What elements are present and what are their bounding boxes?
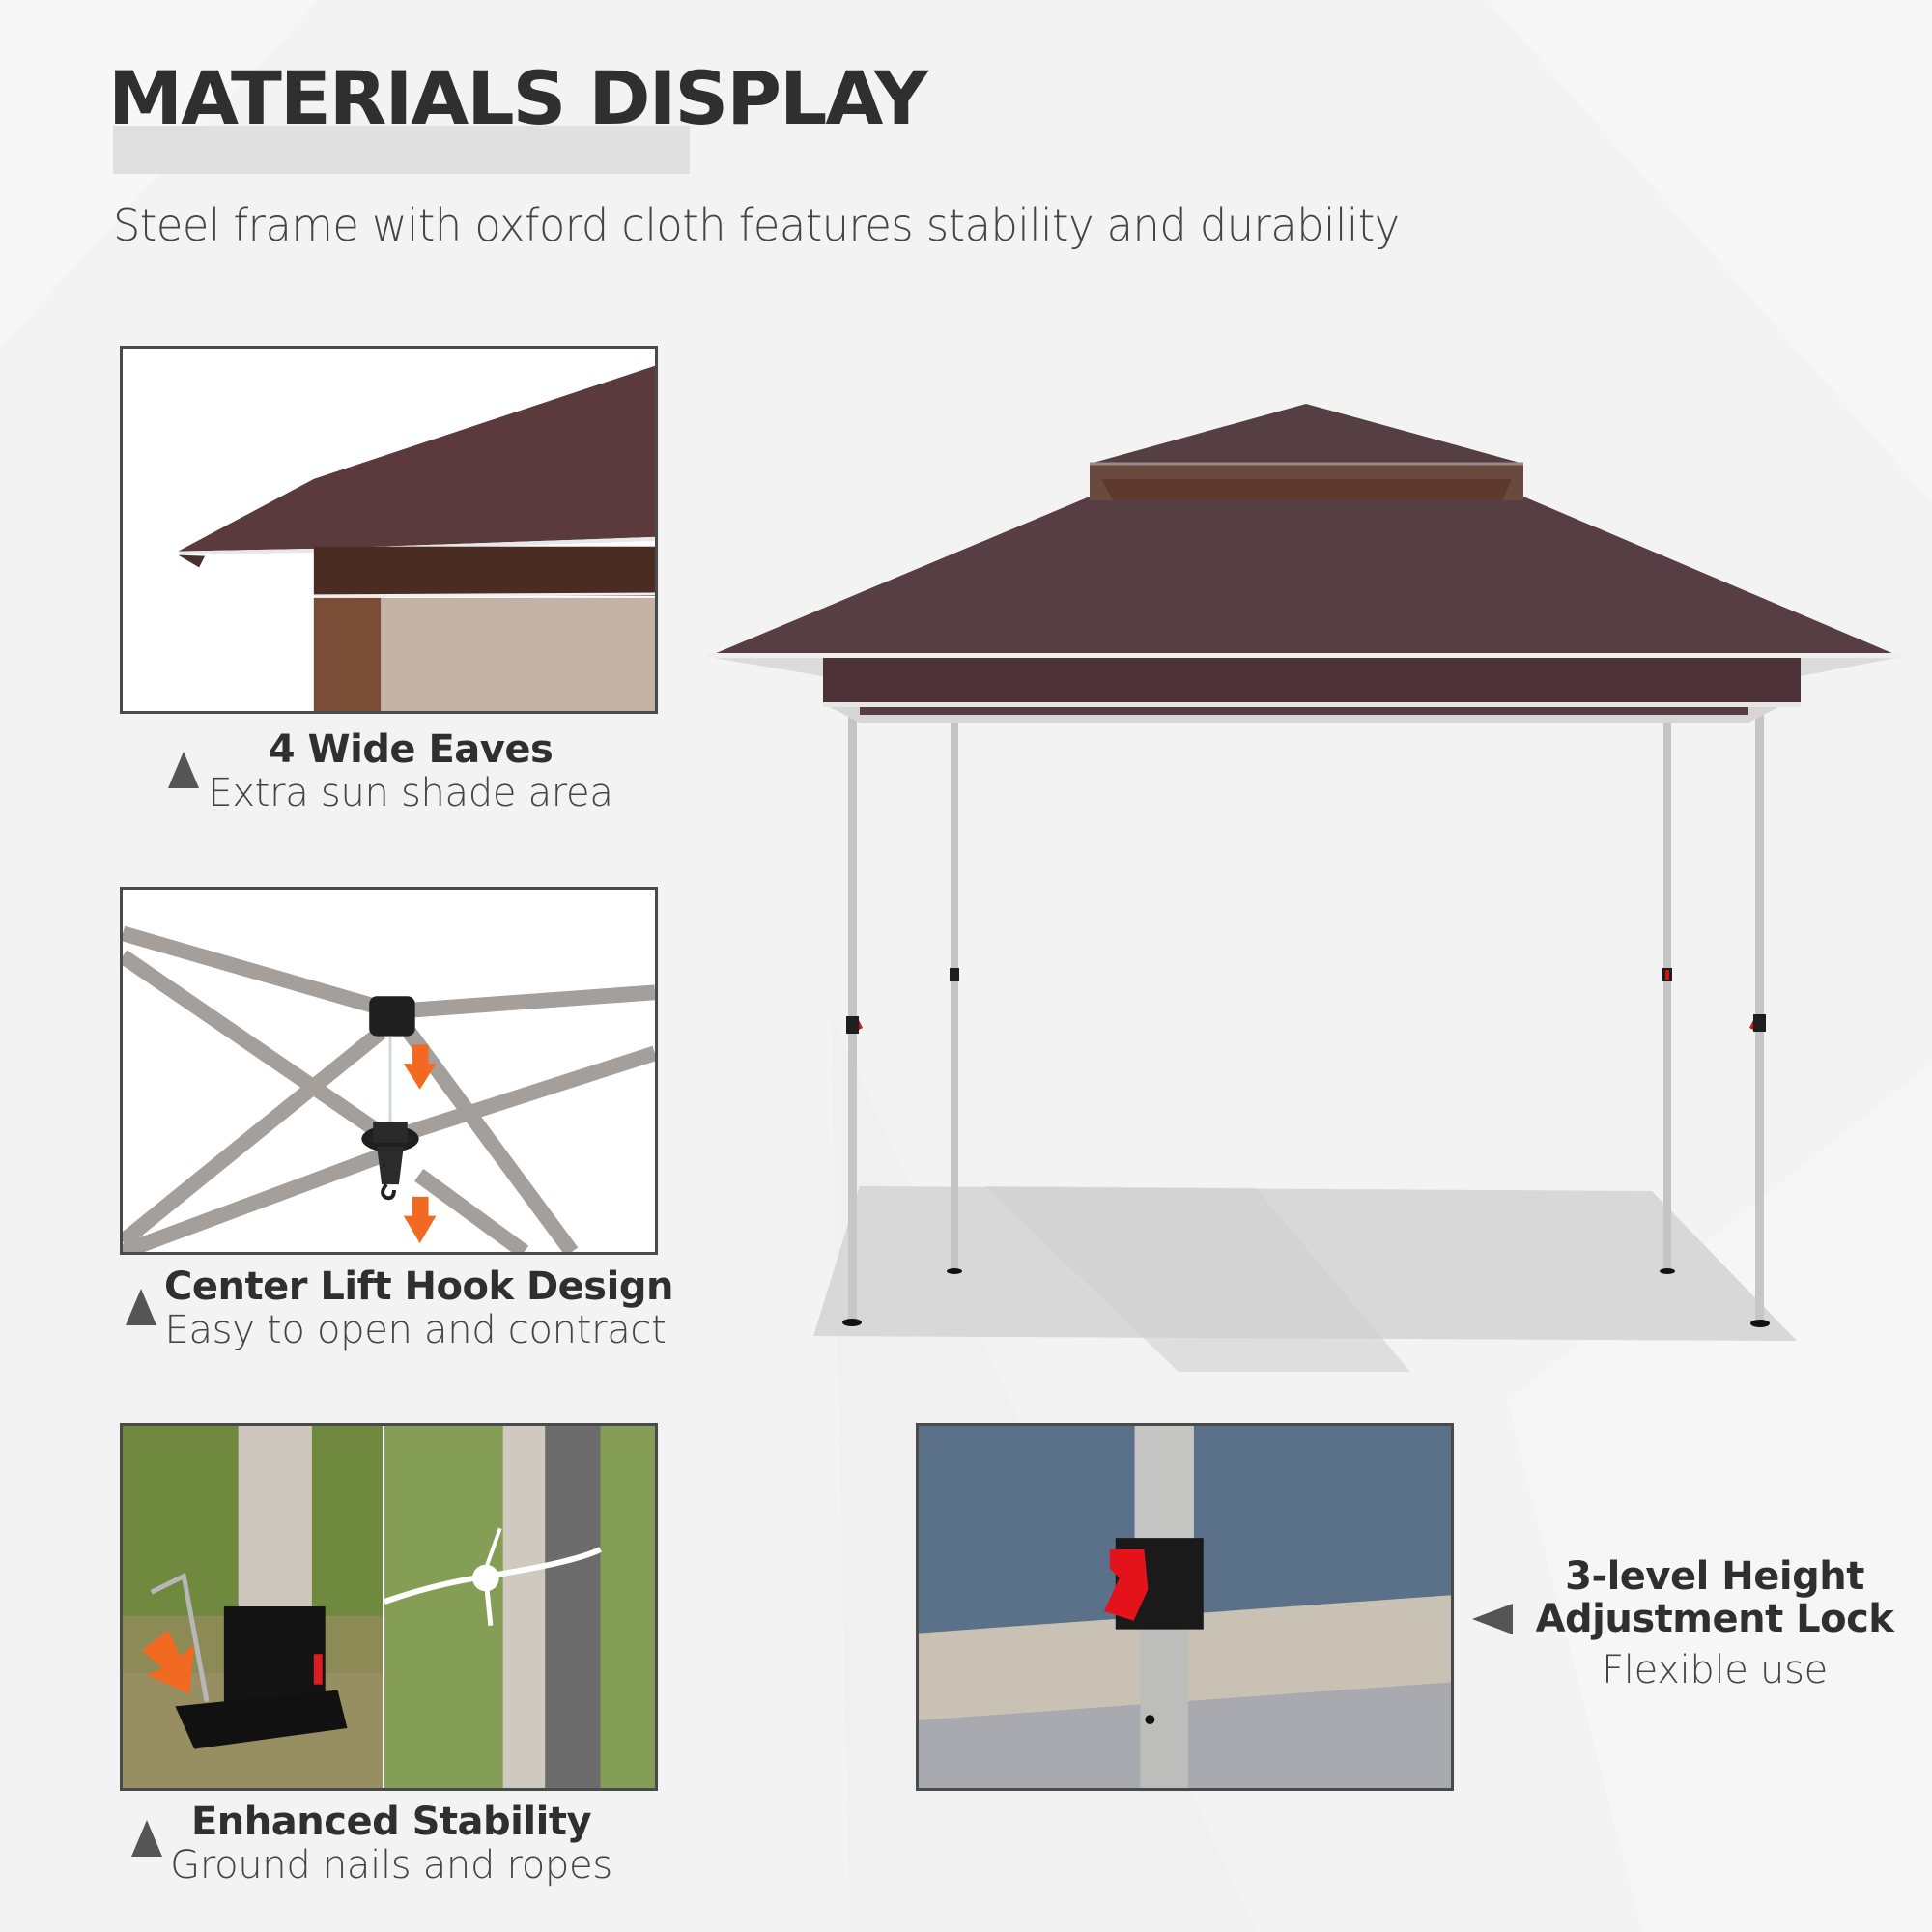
center-lift-title: Center Lift Hook Design xyxy=(164,1264,673,1309)
stability-caption: Enhanced Stability Ground nails and rope… xyxy=(164,1801,618,1888)
stability-title: Enhanced Stability xyxy=(190,1800,592,1844)
pointer-triangle-icon xyxy=(126,1289,156,1325)
eaves-title: 4 Wide Eaves xyxy=(268,727,554,772)
center-lift-subtitle: Easy to open and contract xyxy=(164,1308,667,1352)
center-lift-caption: Center Lift Hook Design Easy to open and… xyxy=(164,1264,673,1352)
height-lock-title-line1: 3-level Height xyxy=(1565,1554,1864,1599)
arrow-down-icon xyxy=(403,1044,437,1090)
page-subtitle: Steel frame with oxford cloth features s… xyxy=(113,199,1400,251)
pointer-triangle-icon xyxy=(131,1820,162,1857)
height-lock-detail-image xyxy=(916,1423,1454,1791)
center-lift-detail-image xyxy=(120,887,658,1255)
arrow-diagonal-icon xyxy=(141,1630,195,1694)
height-lock-subtitle: Flexible use xyxy=(1602,1648,1828,1692)
eaves-subtitle: Extra sun shade area xyxy=(208,771,613,815)
title-highlight-bar xyxy=(113,126,690,174)
stability-subtitle: Ground nails and ropes xyxy=(170,1843,612,1888)
eaves-caption: 4 Wide Eaves Extra sun shade area xyxy=(203,728,618,815)
height-lock-title-line2: Adjustment Lock xyxy=(1535,1597,1894,1641)
height-lock-caption: 3-level Height Adjustment Lock Flexible … xyxy=(1517,1555,1913,1692)
gazebo-product-image xyxy=(676,386,1932,1372)
arrow-down-icon xyxy=(403,1196,437,1244)
page-title: MATERIALS DISPLAY xyxy=(108,55,928,141)
eaves-detail-image xyxy=(120,346,658,714)
stability-detail-image xyxy=(120,1423,658,1791)
pointer-triangle-icon xyxy=(168,752,199,788)
pointer-triangle-icon xyxy=(1472,1604,1513,1634)
